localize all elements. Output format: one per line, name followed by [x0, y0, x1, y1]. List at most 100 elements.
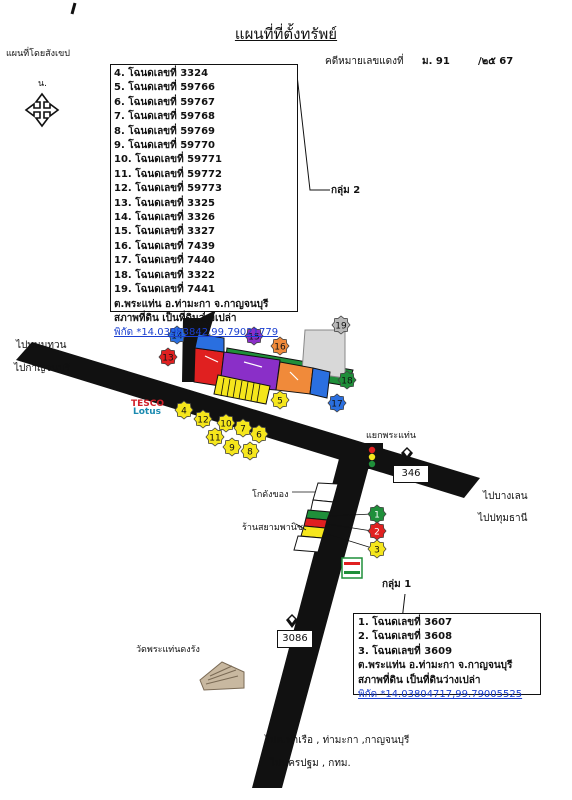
label-warehouse: โกดังของ [252, 490, 289, 500]
compass-icon [24, 92, 60, 128]
marker-label: 4 [181, 406, 187, 416]
marker-label: 9 [229, 443, 235, 453]
marker-label: 13 [162, 353, 173, 363]
label-to-bang-len: ไปบางเลน [483, 491, 528, 502]
label-to-kanchanaburi: ไปกาญจนบุรี [14, 363, 70, 374]
marker-label: 18 [341, 376, 353, 386]
group1-condition: สภาพที่ดิน เป็นที่ดินว่างเปล่า [358, 674, 481, 686]
page-title: แผนที่ที่ตั้งทรัพย์ [234, 25, 338, 43]
marker-label: 3 [374, 545, 380, 555]
label-to-tha-ruea: ไปต.ท่าเรือ , ท่ามะกา ,กาญจนบุรี [265, 735, 410, 746]
marker-label: 12 [197, 415, 208, 425]
marker-2: 2 [367, 521, 387, 541]
traffic-light-icon [361, 443, 383, 469]
marker-label: 6 [256, 430, 262, 440]
marker-5: 5 [270, 390, 290, 410]
shop-building [293, 535, 323, 553]
group2-coords-link[interactable]: พิกัด *14.03983842,99.79021779 [114, 327, 279, 339]
case-label: คดีหมายเลขแดงที่ [325, 56, 404, 67]
group2-plot-item: 11. โฉนดเลขที่ 59772 [114, 168, 222, 180]
group2-plot-item: 4. โฉนดเลขที่ 3324 [114, 68, 209, 79]
marker-10: 10 [216, 413, 236, 433]
group1-coords-link[interactable]: พิกัด *14.03804717,99.79005525 [358, 689, 523, 701]
group2-plot-item: 9. โฉนดเลขที่ 59770 [114, 140, 215, 152]
plot-17-area [309, 367, 331, 399]
marker-label: 11 [209, 433, 220, 443]
label-junction: แยกพระแท่น [366, 431, 417, 441]
group1-plot-item: 2. โฉนดเลขที่ 3608 [358, 631, 453, 643]
group2-plot-item: 18. โฉนดเลขที่ 3322 [114, 269, 215, 281]
warehouse-building [312, 482, 339, 503]
group1-label: กลุ่ม 1 [382, 579, 412, 590]
access-road-tip [200, 310, 216, 325]
marker-label: 17 [331, 399, 342, 409]
label-to-nakhon-pathom: ไปนครปฐม , กทม. [270, 758, 351, 769]
plots-4-12-area [213, 374, 271, 405]
group2-plot-item: 14. โฉนดเลขที่ 3326 [114, 212, 215, 224]
marker-15: 15 [244, 326, 264, 346]
marker-label: 8 [247, 447, 253, 457]
road-emblem-3086-icon [286, 614, 298, 628]
seven-eleven-logo [341, 557, 363, 579]
marker-label: 10 [220, 419, 232, 429]
group1-plot-item: 1. โฉนดเลขที่ 3607 [358, 617, 453, 628]
group2-plot-item: 16. โฉนดเลขที่ 7439 [114, 240, 215, 252]
group1-location: ต.พระแท่น อ.ท่ามะกา จ.กาญจนบุรี [358, 660, 513, 672]
label-temple: วัดพระแท่นดงรัง [136, 645, 200, 655]
group2-plot-item: 10. โฉนดเลขที่ 59771 [114, 154, 222, 166]
marker-17: 17 [327, 393, 347, 413]
group2-plot-item: 12. โฉนดเลขที่ 59773 [114, 183, 222, 195]
marker-6: 6 [249, 424, 269, 444]
road-3086-sign: 3086 [277, 630, 313, 648]
marker-label: 19 [335, 321, 347, 331]
group2-plot-list: 4. โฉนดเลขที่ 3324 5. โฉนดเลขที่ 59766 6. … [114, 67, 297, 298]
marker-label: 1 [374, 510, 380, 520]
mapper-label: แผนที่โดยสังเขป [6, 49, 70, 59]
marker-label: 14 [171, 331, 183, 341]
marker-19: 19 [331, 315, 351, 335]
marker-label: 2 [374, 527, 380, 537]
marker-9: 9 [222, 437, 242, 457]
temple-image [199, 661, 245, 691]
group2-condition: สภาพที่ดิน เป็นที่ดินว่างเปล่า [114, 312, 237, 324]
marker-label: 15 [248, 332, 259, 342]
marker-8: 8 [240, 441, 260, 461]
road-346-sign: 346 [393, 465, 429, 483]
group2-plot-item: 19. โฉนดเลขที่ 7441 [114, 284, 215, 296]
marker-label: 7 [240, 424, 246, 434]
group2-leader [296, 74, 330, 191]
group2-plot-item: 13. โฉนดเลขที่ 3325 [114, 197, 215, 209]
marker-4: 4 [174, 400, 194, 420]
pen-mark [70, 2, 77, 15]
group2-plot-item: 7. โฉนดเลขที่ 59768 [114, 111, 215, 123]
tesco-logo: TESCO [131, 399, 165, 409]
group2-location: ต.พระแท่น อ.ท่ามะกา จ.กาญจนบุรี [114, 298, 269, 310]
group2-plot-item: 6. โฉนดเลขที่ 59767 [114, 96, 215, 108]
marker-12: 12 [193, 409, 213, 429]
group2-plot-item: 8. โฉนดเลขที่ 59769 [114, 125, 215, 137]
group1-plot-item: 3. โฉนดเลขที่ 3609 [358, 645, 453, 657]
group2-label: กลุ่ม 2 [331, 185, 361, 196]
marker-label: 16 [274, 342, 286, 352]
group1-info-box: 1. โฉนดเลขที่ 3607 2. โฉนดเลขที่ 3608 3. โ… [353, 613, 541, 700]
group2-plot-item: 17. โฉนดเลขที่ 7440 [114, 255, 215, 267]
group1-plot-list: 1. โฉนดเลขที่ 3607 2. โฉนดเลขที่ 3608 3. โ… [358, 616, 540, 659]
subdivision-lines [220, 377, 261, 403]
group2-info-box: 4. โฉนดเลขที่ 3324 5. โฉนดเลขที่ 59766 6. … [110, 64, 298, 338]
marker-1: 1 [367, 504, 387, 524]
group2-plot-item: 5. โฉนดเลขที่ 59766 [114, 82, 215, 94]
label-shop: ร้านสยามพานิช [242, 523, 304, 533]
case-year: /๒๕ 67 [478, 56, 514, 67]
lotus-logo: Lotus [133, 407, 161, 417]
marker-18: 18 [337, 370, 357, 390]
label-to-pathum-thani: ไปปทุมธานี [478, 513, 528, 524]
north-label: น. [38, 79, 48, 89]
leader-lines-group1 [292, 491, 373, 549]
marker-14: 14 [167, 325, 187, 345]
case-number: ม. 91 [422, 56, 450, 67]
plot-14-area [194, 333, 225, 353]
label-to-phanom-thuan: ไปพนมทวน [16, 340, 67, 351]
marker-7: 7 [233, 418, 253, 438]
marker-13: 13 [158, 347, 178, 367]
